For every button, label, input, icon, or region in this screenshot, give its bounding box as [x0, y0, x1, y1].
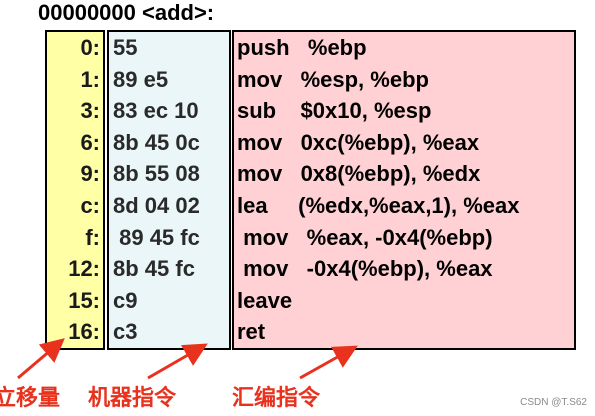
disassembly-row: 16: c3 ret: [0, 316, 595, 348]
disassembly-row: 12: 8b 45 fc mov -0x4(%ebp), %eax: [0, 253, 595, 285]
offset-column-box: [45, 30, 105, 350]
machine-code-cell: 89 45 fc: [113, 224, 200, 250]
disassembly-row: f: 89 45 fc mov %eax, -0x4(%ebp): [0, 222, 595, 254]
function-header: 00000000 <add>:: [38, 0, 215, 25]
offset-cell: 16:: [68, 319, 100, 345]
offset-cell: 15:: [68, 287, 100, 313]
offset-cell: 9:: [80, 161, 100, 187]
machine-code-cell: c3: [113, 319, 138, 345]
disassembly-row: 6: 8b 45 0c mov 0xc(%ebp), %eax: [0, 127, 595, 159]
offset-cell: 0:: [80, 35, 100, 60]
machine-code-column-box: [107, 30, 231, 350]
assembly-arrow: [299, 345, 358, 380]
offset-cell: f:: [85, 224, 100, 250]
assembly-cell: mov %esp, %ebp: [237, 66, 429, 92]
disassembly-row: 15: c9 leave: [0, 285, 595, 317]
assembly-cell: lea (%edx,%eax,1), %eax: [237, 192, 520, 218]
disassembly-row: 1: 89 e5 mov %esp, %ebp: [0, 64, 595, 96]
assembly-cell: sub $0x10, %esp: [237, 98, 432, 124]
offset-cell: 6:: [80, 129, 100, 155]
assembly-cell: mov -0x4(%ebp), %eax: [237, 256, 493, 282]
assembly-cell: mov 0x8(%ebp), %edx: [237, 161, 481, 187]
disassembly-row: c: 8d 04 02 lea (%edx,%eax,1), %eax: [0, 190, 595, 222]
machine-code-cell: 8b 45 fc: [113, 256, 195, 282]
assembly-cell: mov 0xc(%ebp), %eax: [237, 129, 480, 155]
machine-code-cell: 8d 04 02: [113, 192, 200, 218]
assembly-column-box: [232, 30, 576, 350]
assembly-cell: mov %eax, -0x4(%ebp): [237, 224, 493, 250]
machine-code-arrow: [147, 343, 208, 380]
offset-cell: c:: [80, 192, 100, 218]
offset-cell: 12:: [68, 256, 100, 282]
offset-label: 立移量: [0, 385, 61, 410]
offset-cell: 1:: [80, 66, 100, 92]
assembly-cell: leave: [237, 287, 293, 313]
assembly-cell: ret: [237, 319, 266, 345]
assembly-label: 汇编指令: [232, 385, 321, 410]
disassembly-row: 9: 8b 55 08 mov 0x8(%ebp), %edx: [0, 158, 595, 190]
machine-code-cell: 89 e5: [113, 66, 169, 92]
disassembly-row: 0: 55 push %ebp: [0, 32, 595, 64]
offset-cell: 3:: [80, 98, 100, 124]
machine-code-cell: c9: [113, 287, 138, 313]
machine-code-label: 机器指令: [88, 385, 177, 410]
machine-code-cell: 8b 55 08: [113, 161, 200, 187]
disassembly-rows: 0: 55 push %ebp 1: 89 e5 mov %esp, %ebp …: [0, 32, 595, 348]
machine-code-cell: 83 ec 10: [113, 98, 199, 124]
machine-code-cell: 55: [113, 35, 138, 60]
assembly-cell: push %ebp: [237, 35, 367, 60]
watermark: CSDN @T.S62: [520, 397, 587, 408]
machine-code-cell: 8b 45 0c: [113, 129, 200, 155]
offset-arrow: [17, 338, 65, 380]
disassembly-row: 3: 83 ec 10 sub $0x10, %esp: [0, 95, 595, 127]
